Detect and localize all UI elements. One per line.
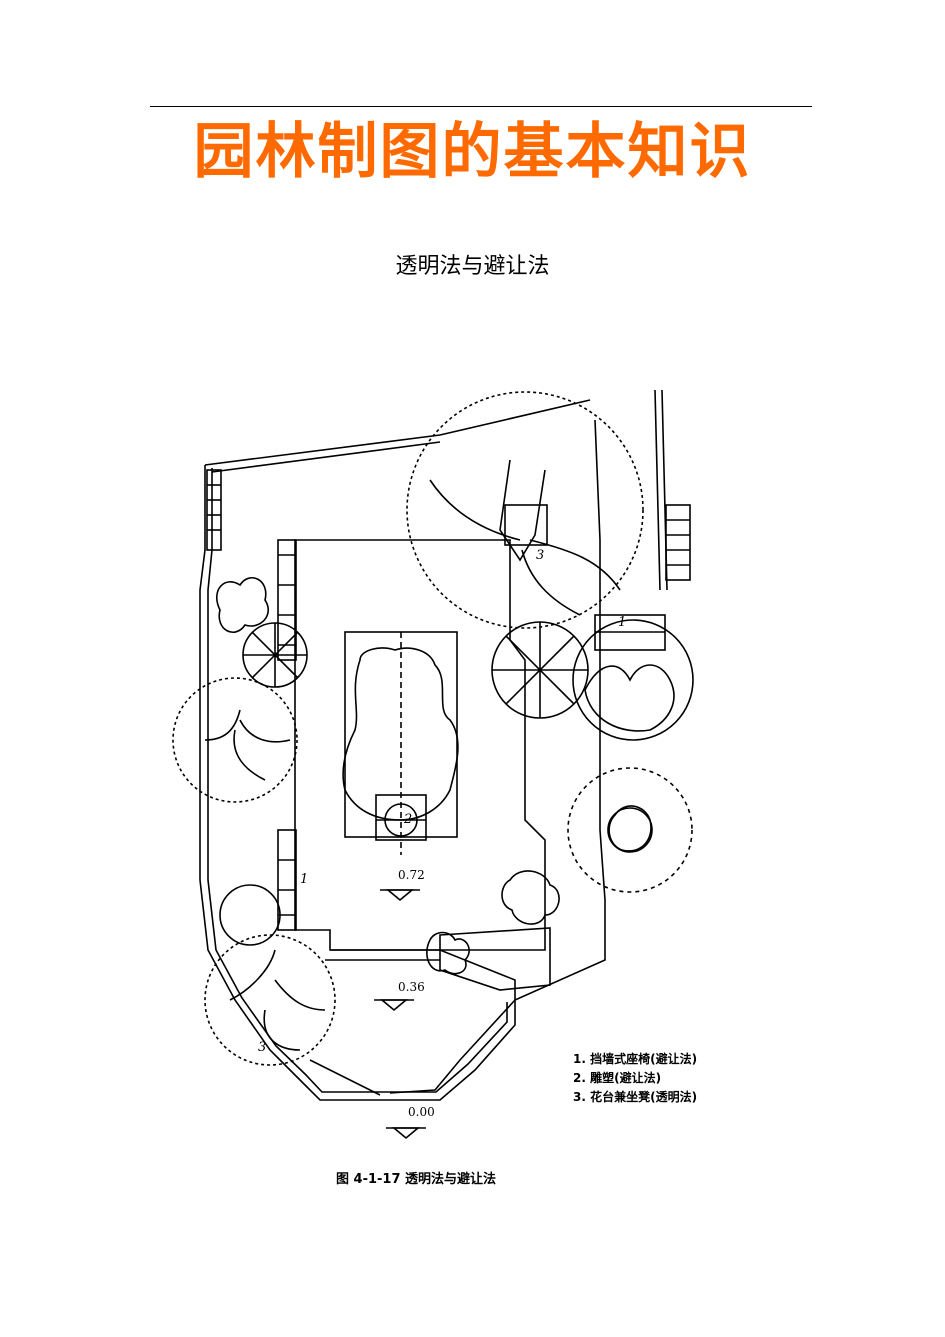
garden-plan-drawing [172, 389, 694, 1140]
figure-legend: 1. 挡墙式座椅(避让法) 2. 雕塑(避让法) 3. 花台兼坐凳(透明法) [573, 1050, 697, 1107]
lower-terrace [330, 949, 516, 1094]
tree-right-lower [567, 767, 693, 893]
large-tree-canopy [406, 391, 644, 629]
plan-marker-number: 1 [300, 872, 309, 887]
elevation-marker-2 [379, 999, 409, 1012]
planter-bottom [439, 927, 551, 991]
plan-marker-number: 3 [258, 1040, 267, 1055]
elevation-marker-3 [391, 1127, 421, 1140]
garden-plan-figure: 0.72 0.36 0.00 1 2 3 1 3 1. 挡墙式座椅(避让法) 2… [150, 360, 740, 1205]
bench-left [277, 539, 297, 661]
elevation-marker-1 [385, 889, 415, 902]
central-lawn [294, 539, 546, 951]
elevation-label: 0.00 [408, 1105, 435, 1119]
site-boundary-inner [207, 468, 508, 1093]
figure-caption: 图 4-1-17 透明法与避让法 [336, 1172, 497, 1187]
sculpture-base [375, 794, 427, 841]
legend-item: 1. 挡墙式座椅(避让法) [573, 1052, 698, 1066]
tree-left-upper [172, 677, 298, 803]
plan-marker-number: 2 [404, 812, 413, 827]
tree-right-middle [572, 619, 694, 741]
legend-item: 2. 雕塑(避让法) [573, 1071, 662, 1085]
shrub-mass [342, 647, 459, 821]
page-title: 园林制图的基本知识 [193, 117, 752, 187]
elevation-label: 0.36 [398, 980, 425, 994]
bench-left-lower [277, 829, 297, 931]
tree-left-lower [204, 934, 336, 1066]
header-rule [150, 106, 812, 107]
plan-marker-number: 3 [536, 548, 545, 563]
plan-marker-number: 1 [618, 615, 627, 630]
legend-item: 3. 花台兼坐凳(透明法) [573, 1090, 698, 1104]
tree-left-lower-small [219, 884, 281, 946]
site-boundary [199, 419, 606, 1101]
elevation-label: 0.72 [398, 868, 425, 882]
page-subtitle: 透明法与避让法 [395, 254, 550, 279]
